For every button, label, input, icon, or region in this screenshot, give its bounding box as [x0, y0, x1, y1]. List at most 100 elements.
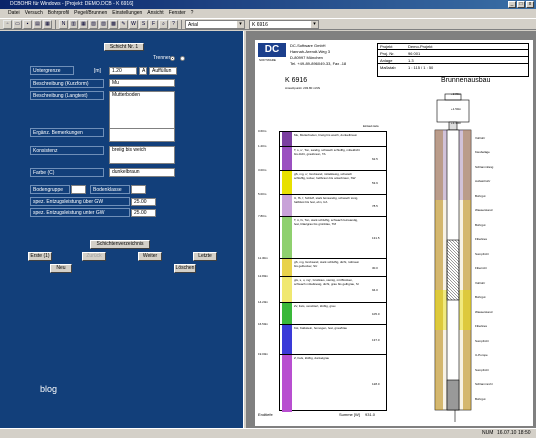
layer-value: 105.0 — [372, 312, 380, 316]
status-time: 18:50 — [518, 430, 531, 436]
pencil-icon[interactable]: ✎ — [119, 19, 128, 29]
window-title: DCBOHR für Windows - [Projekt: DEMO.DCB … — [10, 1, 134, 7]
layer-depth: 14.20m — [258, 300, 269, 304]
menu-einstellungen[interactable]: Einstellungen — [112, 10, 143, 16]
ansatzpunkt: Ansatzpunkt: 203.80 mNN — [285, 86, 321, 90]
zoom-icon[interactable]: ⌕ — [159, 19, 168, 29]
layer-description: gS, mg, Grobsand, stark schluffig, dicht… — [294, 260, 360, 268]
save-icon[interactable]: ▪ — [23, 19, 32, 29]
grid-icon[interactable]: ▦ — [79, 19, 88, 29]
konsistenz-input[interactable]: breiig bis weich — [109, 146, 175, 164]
layer-depth: 7.80m — [258, 214, 267, 218]
annular-fill-left — [435, 130, 443, 410]
layer-description: U, fS, f, Schluff, stark feinsandig, sch… — [294, 196, 359, 204]
menu-help[interactable]: ? — [190, 10, 194, 16]
layer-description: T, ü, fs, Ton, stark schluffig, schwach … — [294, 218, 358, 226]
letzte-button[interactable]: Letzte — [193, 252, 217, 261]
new-file-icon[interactable]: ▫ — [3, 19, 12, 29]
summe-label: Summe [W] — [339, 412, 360, 417]
menu-versuch[interactable]: Versuch — [24, 10, 43, 16]
print-icon[interactable]: ▤ — [33, 19, 42, 29]
filter-screen — [446, 239, 460, 301]
help-icon[interactable]: ? — [169, 19, 178, 29]
symbol-f-button[interactable]: F — [149, 19, 158, 29]
font-select[interactable]: Arial — [185, 19, 245, 29]
farbe-input[interactable]: dunkelbraun — [109, 168, 175, 177]
minimize-button[interactable]: _ — [508, 1, 516, 8]
massstab-value: 1 : 115 / 1 : 50 — [408, 65, 434, 70]
symbol-s-button[interactable]: S — [139, 19, 148, 29]
chart-icon[interactable]: ▧ — [89, 19, 98, 29]
ausbau-title: Brunnenausbau — [441, 77, 491, 84]
watermark: blog — [40, 384, 58, 394]
status-bar: NUM 16.07.10 18:50 — [0, 428, 536, 437]
new-boring-button[interactable]: N — [59, 19, 68, 29]
well-label: U-Pumpe — [475, 353, 488, 357]
well-cap — [444, 93, 462, 101]
well-label: +1.30m — [451, 121, 462, 125]
layer-color-swatch — [282, 195, 292, 216]
close-button[interactable]: x — [526, 1, 534, 8]
well-label: Vollrohr — [475, 135, 486, 140]
window-title-bar[interactable]: DCBOHR für Windows - [Projekt: DEMO.DCB … — [0, 0, 536, 9]
bodenklasse-label: Bodenklasse — [90, 185, 130, 194]
layer-color-swatch — [282, 132, 292, 146]
weiter-button[interactable]: Weiter — [138, 252, 162, 261]
layer-value: 78.5 — [372, 204, 378, 208]
menu-bohrprofil[interactable]: Bohrprofil — [47, 10, 70, 16]
well-label: +1.50m — [451, 106, 462, 111]
erste-button[interactable]: Erste (1) — [28, 252, 52, 261]
entzug-unter-input[interactable]: 25.00 — [131, 209, 156, 217]
bemerkungen-label: Ergänz. Bemerkungen — [30, 128, 104, 137]
trenner-radio-2[interactable] — [180, 56, 185, 61]
symbol-w-button[interactable]: W — [129, 19, 138, 29]
well-label: Wasserstand — [475, 309, 493, 314]
kurzform-input[interactable]: Mu — [109, 79, 175, 87]
layer-description: Kst, Kalkstein, homogen, fest, grau/blau — [294, 326, 348, 330]
well-label: +2.80m — [451, 92, 462, 96]
layer-description: T, s, u', Ton, sandig, schwach schluffig… — [294, 148, 360, 156]
layer-icon[interactable]: ▨ — [99, 19, 108, 29]
well-icon[interactable]: ▩ — [109, 19, 118, 29]
trenner-radio-1[interactable] — [170, 56, 175, 61]
neu-button[interactable]: Neu — [50, 264, 72, 273]
company-tagline: SOFTWARE — [259, 58, 276, 62]
projekt-value: Demo-Projekt — [408, 44, 433, 49]
preview-icon[interactable]: ▦ — [43, 19, 52, 29]
loeschen-button[interactable]: Löschen — [174, 264, 196, 273]
auffuellung-select[interactable]: Auffüllun — [149, 67, 177, 75]
entzug-ueber-input[interactable]: 25.00 — [131, 198, 156, 206]
layer-description: Mu, Mutterboden, breiig bis weich, dunke… — [294, 133, 358, 137]
splitter-bar[interactable] — [243, 31, 247, 428]
toolbar: ▫ ▭ ▪ ▤ ▦ N ▥ ▦ ▧ ▨ ▩ ✎ W S F ⌕ ? Arial … — [0, 18, 536, 30]
bodenklasse-input[interactable] — [131, 185, 146, 194]
toolbar-separator — [55, 19, 56, 29]
table-icon[interactable]: ▥ — [69, 19, 78, 29]
menu-pegel-brunnen[interactable]: Pegel/Brunnen — [74, 10, 108, 16]
layer-description: Z, Fels, klüftig, dunkelgrau — [294, 356, 330, 360]
menu-fenster[interactable]: Fenster — [168, 10, 186, 16]
menu-ansicht[interactable]: Ansicht — [147, 10, 164, 16]
schichtenverzeichnis-button[interactable]: Schichtenverzeichnis — [90, 240, 150, 249]
bodengruppe-input[interactable] — [71, 185, 86, 194]
projnr-value: 96 001 — [408, 51, 421, 56]
untergrenze-input[interactable]: 1.20 — [109, 67, 137, 75]
company-name: DC-Software GmbH — [290, 43, 326, 48]
bemerkungen-input[interactable] — [109, 128, 175, 142]
langtext-textarea[interactable]: Mutterboden — [109, 91, 175, 131]
zurueck-button[interactable]: Zurück — [82, 252, 106, 261]
open-folder-icon[interactable]: ▭ — [13, 19, 22, 29]
menu-datei[interactable]: Datei — [8, 10, 20, 16]
anlage-value: 1.3 — [408, 58, 414, 63]
maximize-button[interactable]: □ — [517, 1, 525, 8]
well-label: Filterkies — [475, 237, 488, 241]
layer-value: 128.0 — [372, 382, 380, 386]
boring-select[interactable]: K 6916 — [249, 19, 319, 29]
company-city: D-80997 München — [290, 55, 323, 60]
well-label: Schlammfang — [475, 164, 494, 169]
untergrenze-letter[interactable]: A — [139, 67, 147, 75]
layer-color-swatch — [282, 325, 292, 354]
